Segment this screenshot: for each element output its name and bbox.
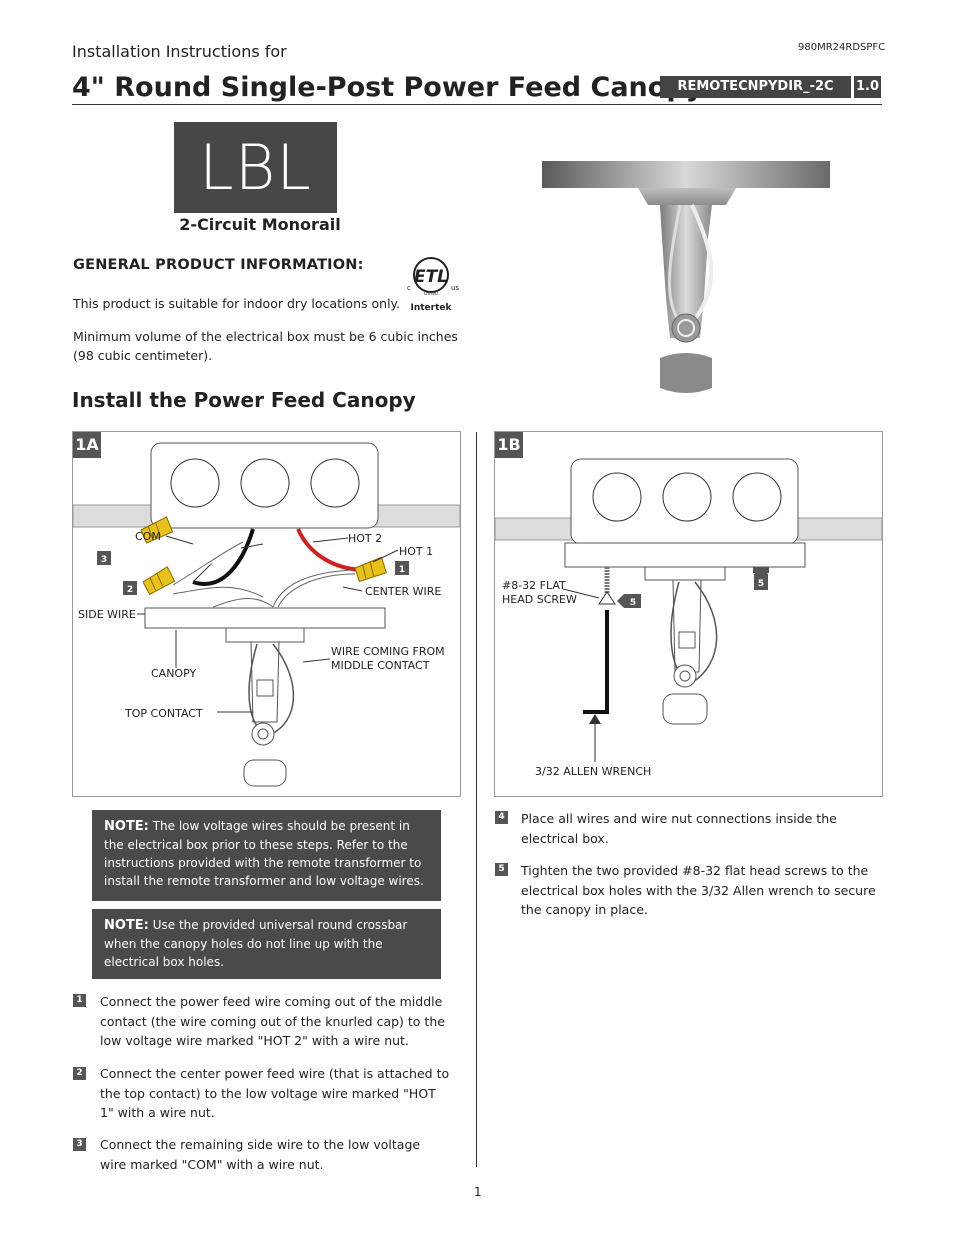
- step-3-number: 3: [73, 1138, 86, 1151]
- general-info-heading: GENERAL PRODUCT INFORMATION:: [73, 257, 364, 273]
- canopy-product-image: [542, 161, 830, 393]
- cert-listed-text: LISTED: [424, 291, 438, 296]
- model-code-badge: REMOTECNPYDIR_-2C: [660, 76, 851, 98]
- note-1-label: NOTE:: [104, 819, 149, 834]
- badge-5b: [754, 568, 768, 590]
- brand-logo: LBL: [174, 122, 337, 213]
- general-info-line1: This product is suitable for indoor dry …: [73, 296, 401, 311]
- step-1-number: 1: [73, 994, 86, 1007]
- install-diagram-1b: #8-32 FLAT HEAD SCREW 3/32 ALLEN WRENCH …: [495, 458, 882, 778]
- etl-listed-icon: ETL c us LISTED Intertek: [407, 257, 459, 313]
- wire-middle-label-2: MIDDLE CONTACT: [331, 659, 430, 672]
- com-label: COM: [135, 530, 161, 543]
- step-4-number: 4: [495, 811, 508, 824]
- note-2-text: Use the provided universal round crossba…: [104, 918, 408, 969]
- wire-middle-label-1: WIRE COMING FROM: [331, 645, 445, 658]
- wire-nut-1-icon: [354, 556, 387, 583]
- badge-5a-text: 5: [630, 598, 636, 608]
- panel-1b-label: 1B: [495, 432, 523, 458]
- brand-subtitle: 2-Circuit Monorail: [179, 215, 341, 234]
- wrench-label: 3/32 ALLEN WRENCH: [535, 765, 651, 778]
- hot2-label: HOT 2: [348, 532, 382, 545]
- note-1-text: The low voltage wires should be present …: [104, 819, 424, 888]
- panel-1a-label: 1A: [73, 432, 101, 458]
- note-2-label: NOTE:: [104, 918, 149, 933]
- canopy-label: CANOPY: [151, 667, 196, 680]
- step-3-text: Connect the remaining side wire to the l…: [100, 1137, 421, 1172]
- badge-2-text: 2: [127, 585, 133, 595]
- version-badge: 1.0: [854, 76, 881, 98]
- cert-us-text: us: [451, 284, 459, 292]
- note-box-2: NOTE: Use the provided universal round c…: [92, 909, 441, 979]
- badge-5a: [617, 594, 641, 608]
- badge-3: [97, 551, 111, 565]
- step-5-number: 5: [495, 863, 508, 876]
- badge-1: [395, 561, 409, 575]
- screw-label-1: #8-32 FLAT: [502, 579, 566, 592]
- header-subtitle: Installation Instructions for: [72, 42, 287, 61]
- svg-text:ETL: ETL: [414, 267, 448, 287]
- diagram-panel-1b: #8-32 FLAT HEAD SCREW 3/32 ALLEN WRENCH …: [494, 431, 883, 797]
- column-divider: [476, 432, 477, 1167]
- side-wire-label: SIDE WIRE: [78, 608, 136, 621]
- diagram-panel-1a: COM HOT 2 HOT 1 CENTER WIRE SIDE WIRE CA…: [72, 431, 461, 797]
- screw-label-2: HEAD SCREW: [502, 593, 577, 606]
- cert-c-text: c: [407, 284, 411, 292]
- badge-5b-text: 5: [758, 579, 764, 589]
- wire-nut-3-icon: [140, 516, 174, 544]
- wire-nut-2-icon: [142, 566, 176, 596]
- step-4-text: Place all wires and wire nut connections…: [521, 811, 837, 846]
- step-2-number: 2: [73, 1067, 86, 1080]
- badge-3-text: 3: [101, 555, 107, 565]
- page-title: 4" Round Single-Post Power Feed Canopy: [72, 72, 704, 103]
- step-2-text: Connect the center power feed wire (that…: [100, 1066, 450, 1120]
- general-info-line2: Minimum volume of the electrical box mus…: [73, 329, 458, 363]
- badge-2: [123, 581, 137, 595]
- step-5-text: Tighten the two provided #8-32 flat head…: [521, 863, 876, 917]
- cert-mark-text: Intertek: [411, 303, 453, 313]
- wiring-diagram-1a: COM HOT 2 HOT 1 CENTER WIRE SIDE WIRE CA…: [73, 442, 460, 787]
- center-wire-label: CENTER WIRE: [365, 585, 441, 598]
- header-rule: [72, 104, 882, 105]
- step-1-text: Connect the power feed wire coming out o…: [100, 994, 445, 1048]
- badge-1-text: 1: [399, 565, 405, 575]
- note-box-1: NOTE: The low voltage wires should be pr…: [92, 810, 441, 901]
- top-contact-label: TOP CONTACT: [124, 707, 203, 720]
- hot1-label: HOT 1: [399, 545, 433, 558]
- page-number: 1: [474, 1185, 482, 1199]
- section-title: Install the Power Feed Canopy: [72, 388, 416, 412]
- doc-number: 980MR24RDSPFC: [798, 42, 886, 53]
